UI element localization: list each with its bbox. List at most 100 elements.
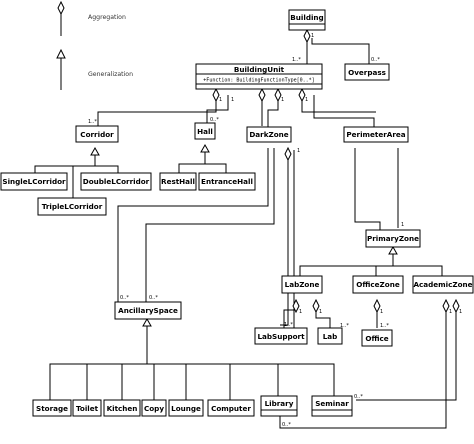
class-name-rest-hall: RestHall [161,177,195,186]
class-name-lab-zone: LabZone [285,280,320,289]
class-name-seminar: Seminar [315,399,349,408]
class-name-overpass: Overpass [348,68,386,77]
class-name-lounge: Lounge [171,404,201,413]
class-name-triple-l-corridor: TripleLCorridor [42,202,103,211]
class-name-corridor: Corridor [80,130,114,139]
compartment-lines [196,23,352,411]
class-kitchen[interactable] [103,399,141,417]
connectors [34,36,457,429]
class-seminar[interactable] [311,395,353,417]
class-name-toilet: Toilet [76,404,99,413]
aggregation-diamond-icon [303,28,311,44]
aggregation-diamond-icon [312,298,320,314]
class-attribute-function: +Function: BuildingFunctionType[0..*] [203,78,314,84]
class-lounge[interactable] [168,399,204,417]
class-name-office-zone: OfficeZone [356,280,400,289]
multiplicity: 1 [319,309,322,315]
class-entrance-hall[interactable] [198,172,256,191]
class-name-double-l-corridor: DoubleLCorridor [83,177,150,186]
class-overpass[interactable] [344,63,390,81]
legend: Aggregation Generalization [56,0,133,90]
class-copy[interactable] [141,399,167,417]
multiplicity: 1 [297,148,300,154]
multiplicity: 1..* [340,323,349,329]
class-lab-zone[interactable] [281,275,323,294]
class-academic-zone[interactable] [412,275,474,294]
multiplicity: 0..* [354,394,363,400]
class-boxes [0,9,474,417]
multiplicity: 1 [311,33,314,39]
class-ancillary-space[interactable] [114,301,182,320]
aggregation-diamond-icon [57,0,65,16]
class-office[interactable] [361,329,393,347]
multiplicity: 0..* [149,295,158,301]
class-single-l-corridor[interactable] [0,172,68,191]
multiplicity: 1 [449,309,452,315]
class-office-zone[interactable] [352,275,404,294]
relationship-markers [90,28,460,327]
aggregation-diamond-icon [274,87,282,103]
class-primary-zone[interactable] [365,229,421,248]
class-name-copy: Copy [144,404,164,413]
multiplicity: 1..* [380,323,389,329]
aggregation-diamond-icon [298,87,306,103]
class-name-perimeter-area: PerimeterArea [346,130,405,139]
multiplicity: 1 [459,309,462,315]
class-double-l-corridor[interactable] [80,172,152,191]
class-lab-support[interactable] [254,327,308,345]
class-name-computer: Computer [211,404,251,413]
multiplicity: 1 [401,222,404,228]
aggregation-diamond-icon [292,298,300,314]
multiplicity: 0..* [282,422,291,428]
class-name-hall: Hall [197,127,213,136]
multiplicity: 1 [299,309,302,315]
aggregation-diamond-icon [442,298,450,314]
multiplicity: 0..* [120,295,129,301]
class-rest-hall[interactable] [159,172,197,191]
multiplicity: 1 [305,97,308,103]
class-name-lab-support: LabSupport [257,332,305,341]
class-triple-l-corridor[interactable] [37,197,107,216]
class-storage[interactable] [32,399,72,417]
legend-aggregation: Aggregation [57,0,126,36]
multiplicity: 1..* [284,322,293,328]
class-building[interactable] [288,9,326,31]
multiplicity: 1 [281,97,284,103]
generalization-triangle-icon [142,317,152,327]
generalization-triangle-icon [388,245,398,255]
class-dark-zone[interactable] [246,126,292,143]
aggregation-diamond-icon [284,146,292,162]
generalization-triangle-icon [90,146,100,156]
generalization-triangle-icon [200,143,210,153]
class-lab[interactable] [317,327,343,345]
class-name-kitchen: Kitchen [107,404,138,413]
class-name-ancillary-space: AncillarySpace [118,306,178,315]
class-toilet[interactable] [72,399,102,417]
legend-generalization: Generalization [56,48,133,90]
class-name-primary-zone: PrimaryZone [367,234,419,243]
class-library[interactable] [260,395,298,417]
legend-aggregation-label: Aggregation [88,14,126,21]
class-corridor[interactable] [75,125,119,143]
multiplicity: 1..* [88,119,97,125]
class-perimeter-area[interactable] [343,126,409,143]
class-name-lab: Lab [323,332,338,341]
class-hall[interactable] [194,122,216,140]
class-name-library: Library [265,399,294,408]
aggregation-diamond-icon [212,87,220,103]
class-name-single-l-corridor: SingleLCorridor [2,177,66,186]
class-building-unit[interactable] [195,63,323,90]
legend-generalization-label: Generalization [88,71,133,78]
class-name-storage: Storage [36,404,68,413]
multiplicity: 1 [380,309,383,315]
aggregation-diamond-icon [258,87,266,103]
multiplicity: 0..* [210,117,219,123]
class-name-dark-zone: DarkZone [249,130,288,139]
class-computer[interactable] [207,399,255,417]
multiplicity-labels: 1..* 1 0..* 1..* 1 0..* 1 1 1 1 1 0..* 0… [88,33,462,428]
class-name-building-unit: BuildingUnit [234,65,285,74]
multiplicity: 1 [231,97,234,103]
class-name-entrance-hall: EntranceHall [201,177,253,186]
multiplicity: 0..* [371,57,380,63]
